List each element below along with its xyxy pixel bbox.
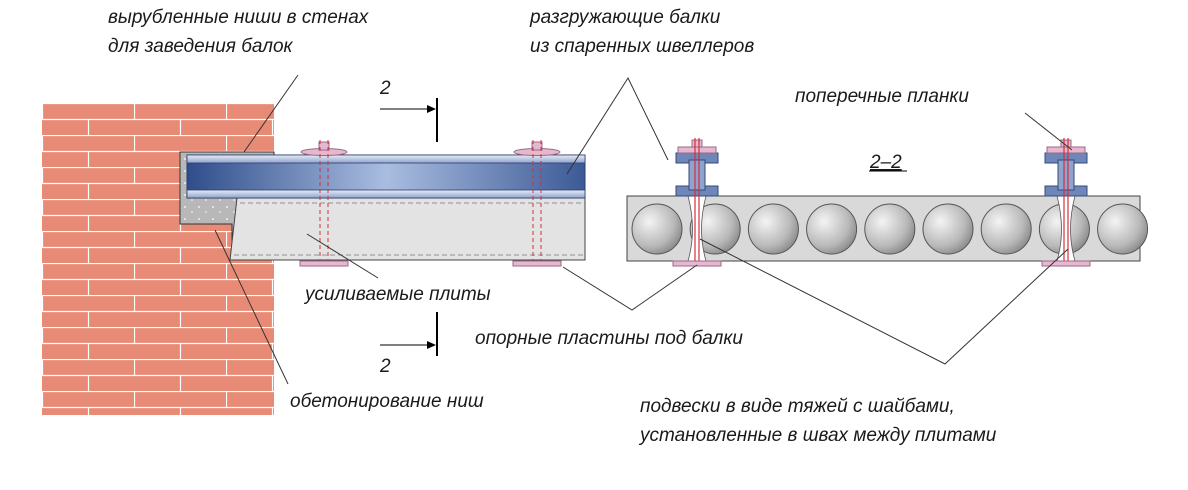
label-niches-2: для заведения балок (108, 36, 294, 57)
slab-void (689, 203, 741, 255)
label-beams-1: разгружающие балки (529, 7, 721, 28)
slab-void (864, 203, 916, 255)
hanger-longitudinal-1 (299, 140, 349, 267)
leader-lines (214, 74, 1073, 385)
slab-longitudinal (229, 197, 586, 261)
label-hangers-1: подвески в виде тяжей с шайбами, (640, 396, 955, 417)
label-concreting: обетонирование ниш (290, 391, 484, 412)
beam-longitudinal (186, 154, 586, 199)
slab-void (806, 203, 858, 255)
section-title: 2–2 (869, 152, 902, 173)
section-mark-top-label: 2 (379, 78, 391, 99)
beam-cross-section-2 (1041, 138, 1091, 267)
slab-voids (631, 195, 1149, 262)
label-slabs: усиливаемые плиты (303, 284, 491, 305)
slab-void (922, 203, 974, 255)
label-niches-1: вырубленные ниши в стенах (108, 7, 370, 28)
slab-void (980, 203, 1032, 255)
section-mark-bottom-label: 2 (379, 356, 391, 377)
label-plates: опорные пластины под балки (475, 328, 743, 349)
hanger-longitudinal-2 (512, 140, 562, 267)
section-mark-bottom: 2 (379, 312, 438, 377)
slab-void (631, 203, 683, 255)
label-hangers-2: установленные в швах между плитами (638, 425, 997, 446)
label-beams-2: из спаренных швеллеров (530, 36, 754, 57)
slab-void (1097, 203, 1149, 255)
slab-void (747, 203, 799, 255)
section-mark-top: 2 (379, 78, 438, 142)
label-crossbars: поперечные планки (795, 86, 969, 107)
beam-cross-section-1 (672, 138, 722, 267)
